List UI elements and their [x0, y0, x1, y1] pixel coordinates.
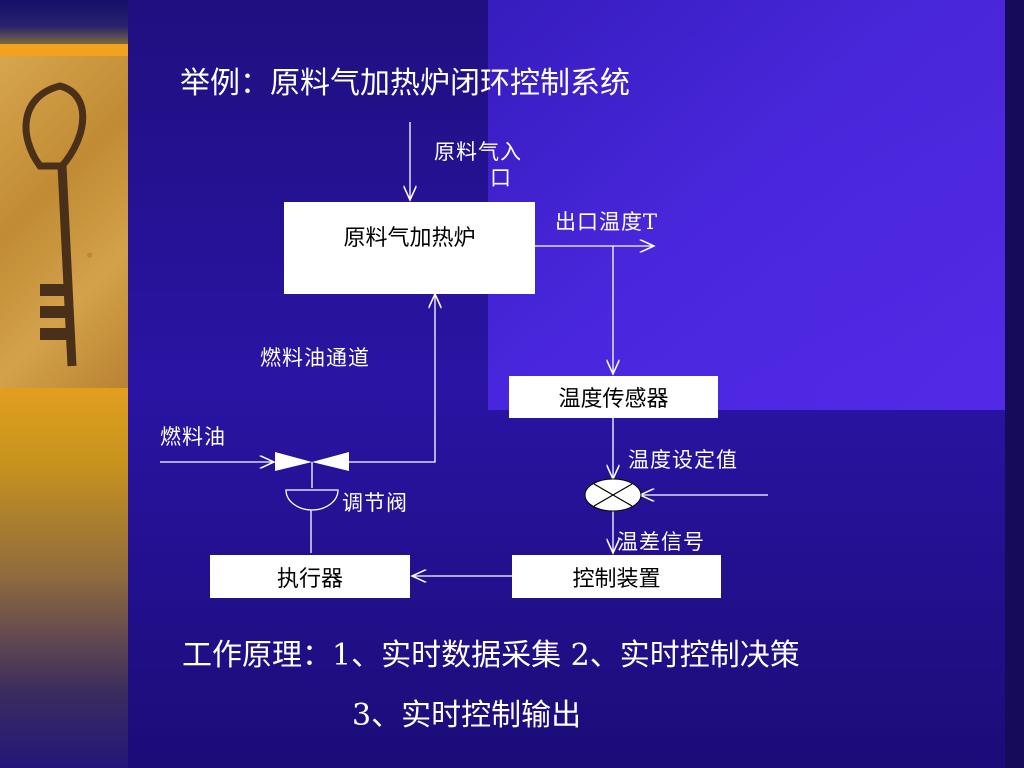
gas-inlet-label-line2: 口	[490, 166, 512, 190]
sensor-label: 温度传感器	[558, 387, 669, 412]
controller-box: 控制装置	[512, 555, 721, 598]
error-signal-label: 温差信号	[617, 530, 705, 554]
background-glow	[488, 0, 1008, 410]
slide-title: 举例：原料气加热炉闭环控制系统	[180, 66, 630, 101]
furnace-box: 原料气加热炉	[284, 202, 535, 294]
fuel-oil-label: 燃料油	[160, 425, 226, 449]
setpoint-label: 温度设定值	[628, 448, 738, 472]
right-edge-shadow	[1005, 0, 1024, 768]
key-image	[0, 56, 128, 388]
controller-label: 控制装置	[572, 566, 661, 592]
actuator-label: 执行器	[276, 566, 343, 592]
fuel-channel-arrow	[348, 294, 435, 463]
sensor-box: 温度传感器	[509, 376, 718, 418]
furnace-label: 原料气加热炉	[343, 226, 476, 251]
fuel-channel-label: 燃料油通道	[260, 346, 370, 370]
principle-line-2: 3、实时控制输出	[352, 698, 582, 733]
outlet-temp-label: 出口温度T	[555, 210, 659, 234]
valve-symbol	[275, 452, 349, 511]
left-top-band	[0, 0, 128, 44]
valve-label: 调节阀	[342, 491, 408, 515]
comparator-symbol	[584, 478, 642, 512]
gas-inlet-label-line1: 原料气入	[434, 140, 522, 164]
key-illustration	[22, 82, 87, 367]
actuator-box: 执行器	[210, 555, 410, 598]
principle-line-1: 工作原理：1、实时数据采集 2、实时控制决策	[182, 638, 800, 673]
